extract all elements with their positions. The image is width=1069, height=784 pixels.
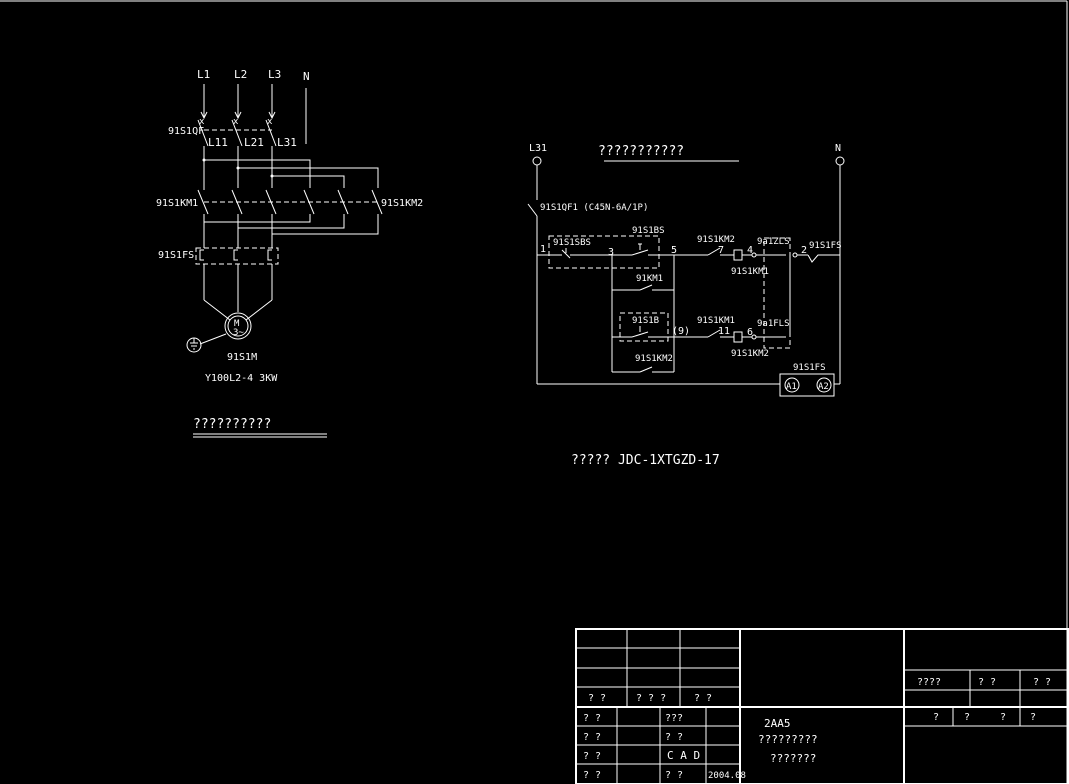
tb-left-1: ? ? [583,713,601,724]
node-3: 3 [608,247,614,258]
node-2: 2 [801,245,807,256]
tb-mid-4: ? ? [665,770,683,781]
tb-mid-2: ? ? [665,732,683,743]
control-circuit-title: ??????????? [598,144,684,159]
tb-drawing-name: ????????? [758,733,818,746]
contactor-km1-km2: 91S1KM1 91S1KM2 [156,188,423,248]
control-circuit: ??????????? L31 N 91S1QF1 (C45N-6A/1P) 1… [527,143,845,397]
meter-a2: A2 [818,382,829,392]
tb-right-header-2: ? ? [978,677,996,688]
feeder-label-l31: L31 [277,136,297,149]
svg-text:x: x [199,117,205,127]
motor-symbol-m: M [234,319,240,329]
fuse-label: 91S1FS [158,250,194,261]
fuse-meter-label: 91S1FS [793,363,826,373]
tb-right-row2-3: ? [1000,712,1006,723]
km1-label: 91S1KM1 [156,198,198,209]
tb-left-4: ? ? [583,770,601,781]
coil-km2 [733,331,743,343]
limit-1-label: 9a1ZLS [757,237,790,247]
coil-km2-label: 91S1KM2 [731,349,769,359]
fuse-contact-label: 91S1FS [809,241,842,251]
coil-km1-label: 91S1KM1 [731,267,769,277]
breaker-label: 91S1QF [168,126,204,137]
phase-label-n: N [303,70,310,83]
km2-interlock-label: 91S1KM2 [697,235,735,245]
km2-aux-label: 91S1KM2 [635,354,673,364]
stop-button-label: 91S1SBS [553,238,591,248]
km1-aux-label: 91KM1 [636,274,663,284]
tb-mid-1: ??? [665,713,683,724]
tb-drawing-code: 2AA5 [764,717,791,730]
svg-text:x: x [267,117,273,127]
motor: M 3~ 91S1M Y100L2-4 3KW [186,312,278,384]
power-circuit-title: ?????????? [193,417,271,432]
node-9: (9) [672,326,690,337]
tb-right-row2-2: ? [964,712,970,723]
svg-text:x: x [233,117,239,127]
node-5: 5 [671,245,677,256]
tb-left-3: ? ? [583,751,601,762]
terminal-l31: L31 [529,143,547,154]
phase-label-l2: L2 [234,68,247,81]
tb-header-1: ? ? [588,693,606,704]
tb-right-header-3: ? ? [1033,677,1051,688]
coil-km1 [733,249,743,261]
phase-buses [202,146,379,188]
incoming-lines: x x x [199,84,307,144]
terminal-n: N [835,143,841,154]
power-circuit: L1 L2 L3 N x x x 91S1QF L11 L21 L31 [156,68,423,438]
control-breaker-label: 91S1QF1 (C45N-6A/1P) [540,203,648,213]
tb-mid-3: C A D [667,749,700,762]
tb-drawing-sub: ??????? [770,752,816,765]
motor-label: 91S1M [227,352,257,363]
tb-header-2: ? ? ? [636,693,666,704]
overload-meter-box [779,373,835,397]
node-1: 1 [540,244,546,255]
motor-spec: Y100L2-4 3KW [205,373,278,384]
button-1-label: 91S1BS [632,226,665,236]
node-7: 7 [718,245,724,256]
meter-a1: A1 [786,382,797,392]
main-breaker: 91S1QF L11 L21 L31 [168,119,297,149]
node-4: 4 [747,245,753,256]
overload-relay: 91S1FS [158,247,279,321]
title-block: ? ? ? ? ? ? ? ? ? ? ? ? ? ? ? ??? ? ? C … [575,628,1069,784]
tb-date: 2004.08 [708,771,746,781]
tb-header-3: ? ? [694,693,712,704]
drawing-number: ????? JDC-1XTGZD-17 [571,453,720,468]
button-2-label: 91S1B [632,316,659,326]
phase-label-l1: L1 [197,68,210,81]
feeder-label-l21: L21 [244,136,264,149]
node-11: 11 [718,326,730,337]
tb-right-header-1: ???? [917,677,941,688]
pushbutton-group [548,235,660,269]
node-6: 6 [747,327,753,338]
km1-interlock-label: 91S1KM1 [697,316,735,326]
motor-symbol-phase: 3~ [233,328,244,338]
km2-label: 91S1KM2 [381,198,423,209]
feeder-label-l11: L11 [208,136,228,149]
tb-right-row2-1: ? [933,712,939,723]
limit-2-label: 9a1FLS [757,319,790,329]
tb-right-row2-4: ? [1030,712,1036,723]
phase-label-l3: L3 [268,68,281,81]
tb-left-2: ? ? [583,732,601,743]
